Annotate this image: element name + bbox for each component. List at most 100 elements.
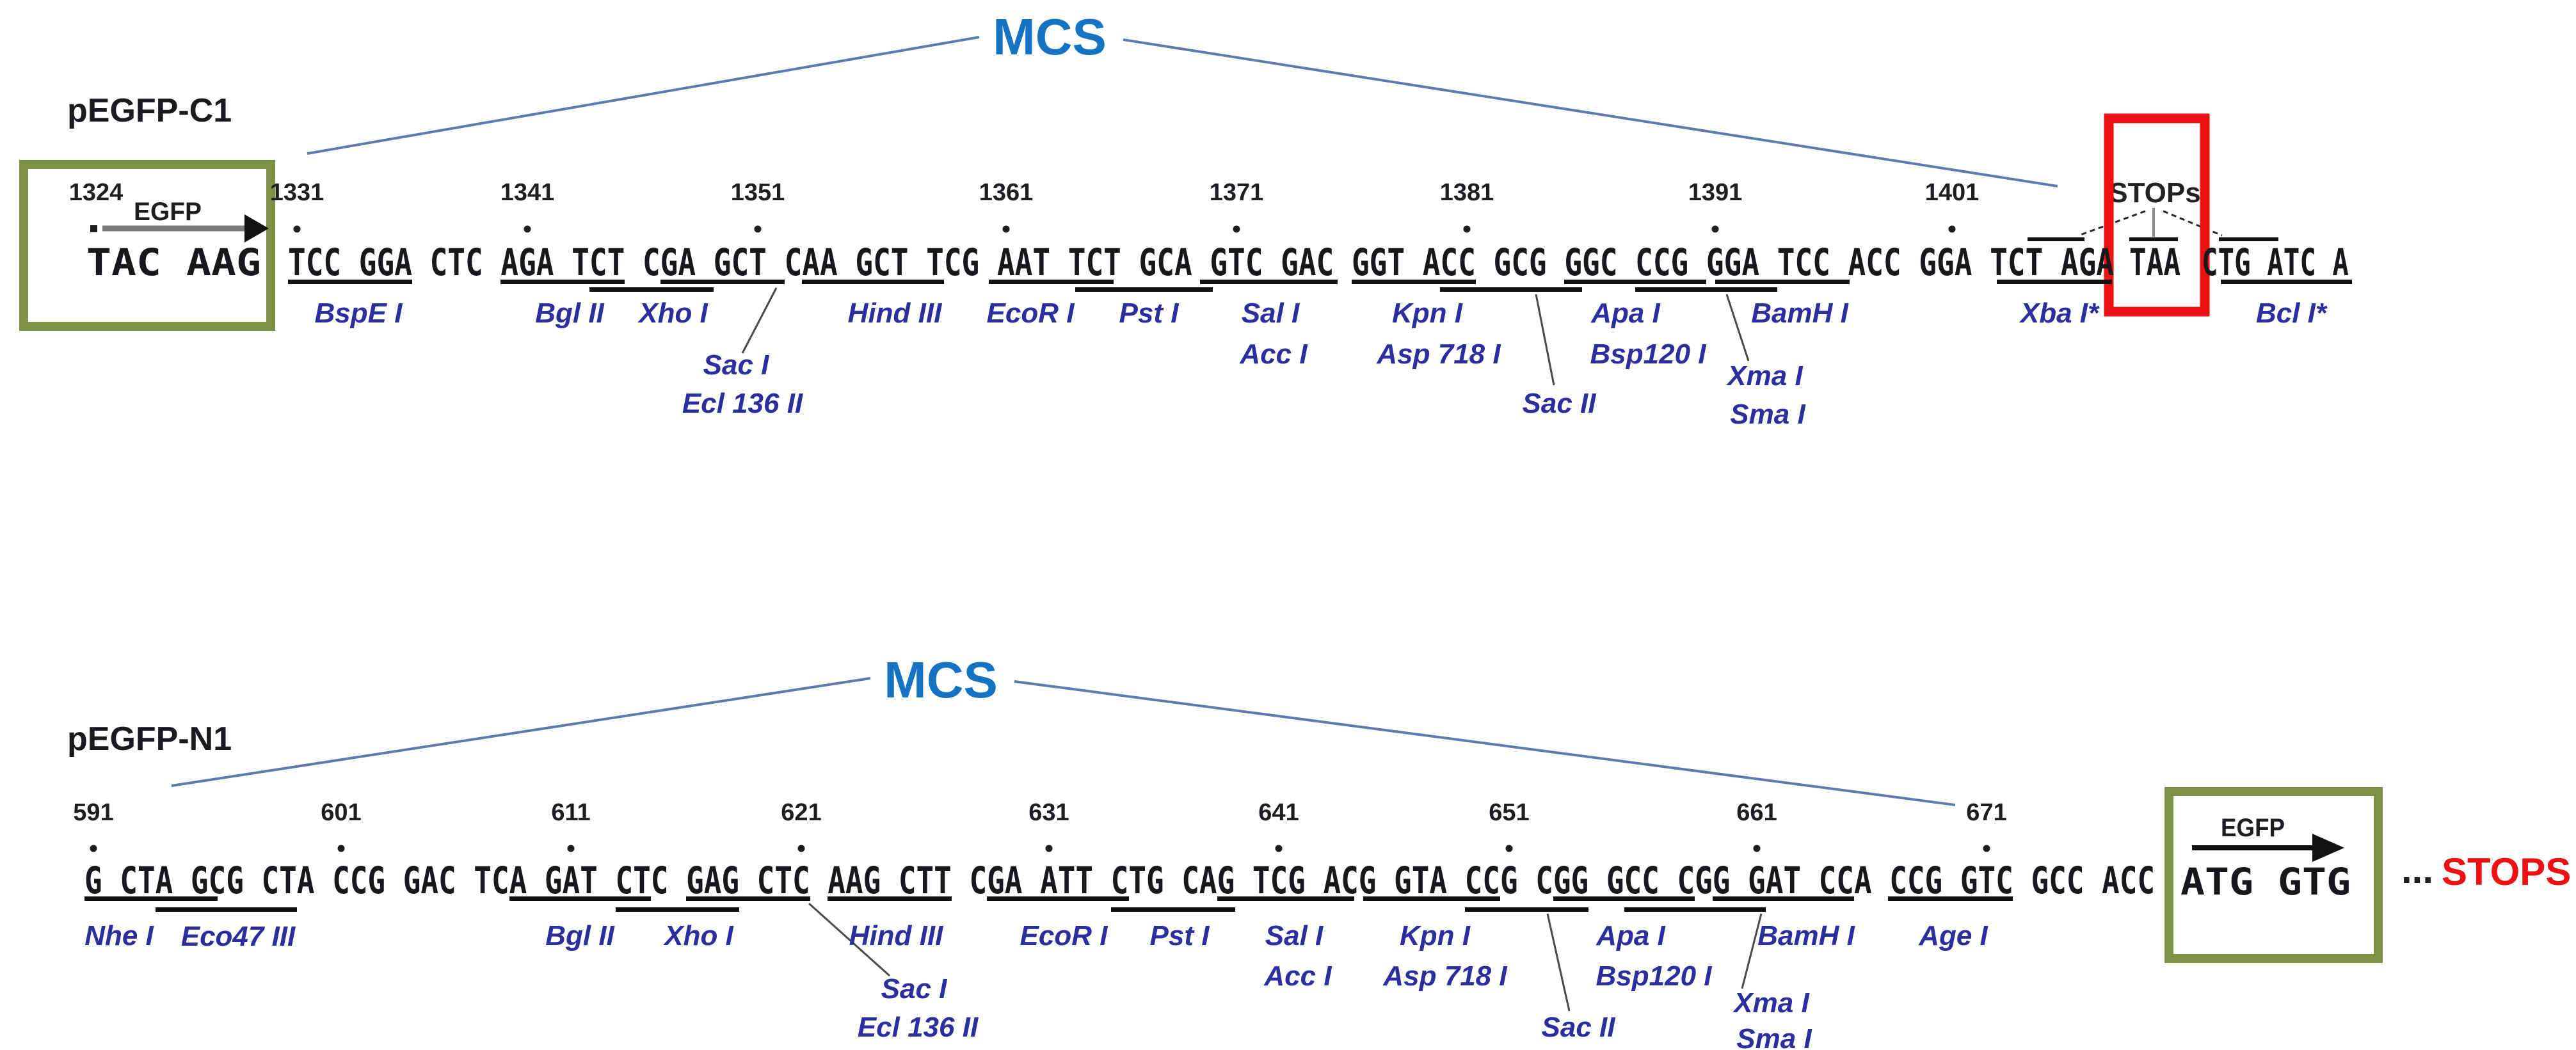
position-numbers-n1: 591 601 611 621 631 641 651 661 671 [73, 799, 2007, 852]
stop-codon-red-box [2104, 113, 2210, 317]
stops-pointer-left [2078, 210, 2146, 237]
tick-dot [524, 225, 531, 233]
tick-dot [754, 225, 762, 233]
enzyme-label-bspei: BspE I [315, 298, 403, 329]
enzyme-label-bsp120i: Bsp120 I [1596, 960, 1713, 992]
mcs-callout-line-left-n1 [171, 677, 871, 787]
enzyme-label-saci: Sac I [881, 973, 948, 1005]
sequence-mcs-n1: G CTA GCG CTA CCG GAC TCA GAT CTC GAG CT… [84, 859, 2155, 902]
tick-dot [1275, 845, 1283, 852]
underline-xmai [1635, 287, 1777, 292]
tick-dot [1948, 225, 1956, 233]
tick-dot [797, 845, 805, 852]
mcs-callout-line-right [1123, 38, 2058, 187]
enzyme-label-acci: Acc I [1263, 960, 1332, 992]
egfp-gene-label-n1: EGFP [2221, 814, 2285, 842]
enzyme-label-psti: Pst I [1150, 920, 1210, 951]
underline-ecori [987, 896, 1129, 901]
position-number: 671 [1966, 799, 2006, 826]
connector-saci-n1 [808, 902, 891, 977]
plasmid-title-n1: pEGFP-N1 [67, 720, 232, 758]
mcs-callout-line-right-n1 [1014, 680, 1956, 806]
connector-xmai-n1 [1741, 913, 1763, 989]
position-number: 641 [1258, 799, 1299, 826]
stop-codon-overline-tga [2219, 237, 2278, 241]
enzyme-label-bglii: Bgl II [535, 298, 604, 329]
enzyme-label-nhei: Nhe I [84, 920, 154, 951]
enzyme-label-bamhi: BamH I [1751, 298, 1848, 329]
position-number: 1331 [270, 179, 324, 206]
position-number: 1341 [500, 179, 555, 206]
underline-ecori [989, 280, 1114, 284]
mcs-heading-c1: MCS [993, 8, 1107, 65]
enzyme-label-apai: Apa I [1596, 920, 1665, 951]
enzyme-label-asp718i: Asp 718 I [1382, 960, 1507, 992]
underline-hindiii [828, 896, 952, 901]
underline-hindiii [802, 280, 944, 284]
underline-sali [1200, 280, 1338, 284]
connector-sacii-c1 [1535, 294, 1555, 386]
position-dot-1324 [90, 225, 97, 232]
position-number: 631 [1028, 799, 1069, 826]
egfp-arrow-head-n1 [2312, 834, 2344, 862]
pegfp-n1-diagram: MCS pEGFP-N1 591 601 611 621 631 641 651… [67, 651, 2571, 1050]
enzyme-label-xmai: Xma I [1732, 987, 1809, 1019]
underline-saci [660, 280, 785, 284]
position-numbers-c1: 1331 1341 1351 1361 1371 1381 1391 1401 [270, 179, 1979, 233]
sequence-stop-codon-c1: TAA [2129, 241, 2180, 284]
underline-agei [1888, 896, 2013, 901]
position-number: 601 [321, 799, 361, 826]
underline-kpni [1363, 896, 1500, 901]
egfp-gene-label-c1: EGFP [134, 198, 202, 226]
position-number: 611 [551, 799, 590, 826]
enzyme-labels-n1: Nhe I Eco47 III Bgl II Xho I Sac I Ecl 1… [84, 920, 1988, 1050]
position-number: 661 [1736, 799, 1777, 826]
enzyme-label-xmai: Xma I [1725, 360, 1803, 392]
enzyme-label-ecori: EcoR I [1020, 920, 1108, 951]
tick-dot [1753, 845, 1761, 852]
enzyme-label-acci: Acc I [1239, 338, 1308, 370]
position-number: 1381 [1440, 179, 1494, 206]
underline-bglii [509, 896, 651, 901]
sequence-egfp-start-n1: ATG GTG [2180, 860, 2351, 903]
enzyme-label-bsp120i: Bsp120 I [1590, 338, 1707, 370]
tick-dot [1983, 845, 1990, 852]
stops-annotation-c1: STOPs [2109, 177, 2200, 209]
connector-sacii-n1 [1546, 913, 1571, 1012]
enzyme-label-xbai: Xba I* [2019, 298, 2100, 329]
position-number: 1351 [731, 179, 785, 206]
underline-xbai [1997, 280, 2112, 284]
enzyme-label-ecl136ii: Ecl 136 II [682, 388, 803, 419]
tick-dot [90, 845, 97, 852]
underline-bglii [500, 280, 625, 284]
enzyme-label-kpni: Kpn I [1392, 298, 1463, 329]
tick-dot [293, 225, 301, 233]
stops-ellipsis-n1: ... [2401, 848, 2433, 891]
enzyme-label-xhoi: Xho I [637, 298, 708, 329]
enzyme-label-agei: Age I [1918, 920, 1988, 951]
underline-bamhi [1713, 896, 1854, 901]
enzyme-label-bglii: Bgl II [545, 920, 614, 951]
enzyme-label-bcli: Bcl I* [2256, 298, 2328, 329]
underline-xhoi [589, 287, 714, 292]
underline-xmai [1624, 907, 1766, 912]
sequence-mcs-c1: TCC GGA CTC AGA TCT CGA GCT CAA GCT TCG … [288, 241, 2114, 284]
enzyme-labels-c1: BspE I Bgl II Xho I Sac I Ecl 136 II Hin… [315, 298, 2328, 430]
connector-xmai-c1 [1725, 294, 1750, 362]
mcs-callout-line-left [307, 36, 980, 155]
stop-codon-overline-taa [2129, 237, 2178, 241]
enzyme-label-smai: Sma I [1730, 399, 1805, 430]
sequence-tail-c1: CTG ATC A [2202, 241, 2349, 284]
tick-dot [1711, 225, 1719, 233]
tick-dot [567, 845, 575, 852]
enzyme-label-ecl136ii: Ecl 136 II [858, 1012, 979, 1043]
underline-bcli [2221, 280, 2352, 284]
tick-dot [1505, 845, 1513, 852]
tick-dot [337, 845, 345, 852]
underline-psti [1075, 287, 1213, 292]
position-number: 1391 [1688, 179, 1743, 206]
underline-apai [1553, 896, 1695, 901]
stop-codon-overline-tag [2028, 237, 2084, 241]
enzyme-label-saci: Sac I [703, 349, 770, 381]
